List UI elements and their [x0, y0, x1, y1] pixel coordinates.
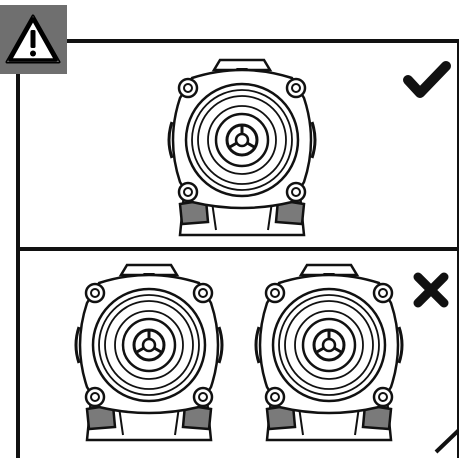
tool-front-view-right	[254, 263, 404, 442]
checkmark-icon	[403, 61, 451, 98]
cross-icon	[413, 272, 449, 308]
panel-correct	[167, 58, 451, 237]
panel-frame	[16, 39, 459, 458]
warning-badge	[0, 5, 67, 74]
tool-front-view	[167, 58, 317, 237]
corner-mark	[434, 428, 459, 454]
panel-incorrect	[74, 263, 459, 454]
warning-triangle-icon	[5, 14, 61, 64]
tool-front-view-left	[74, 263, 224, 442]
